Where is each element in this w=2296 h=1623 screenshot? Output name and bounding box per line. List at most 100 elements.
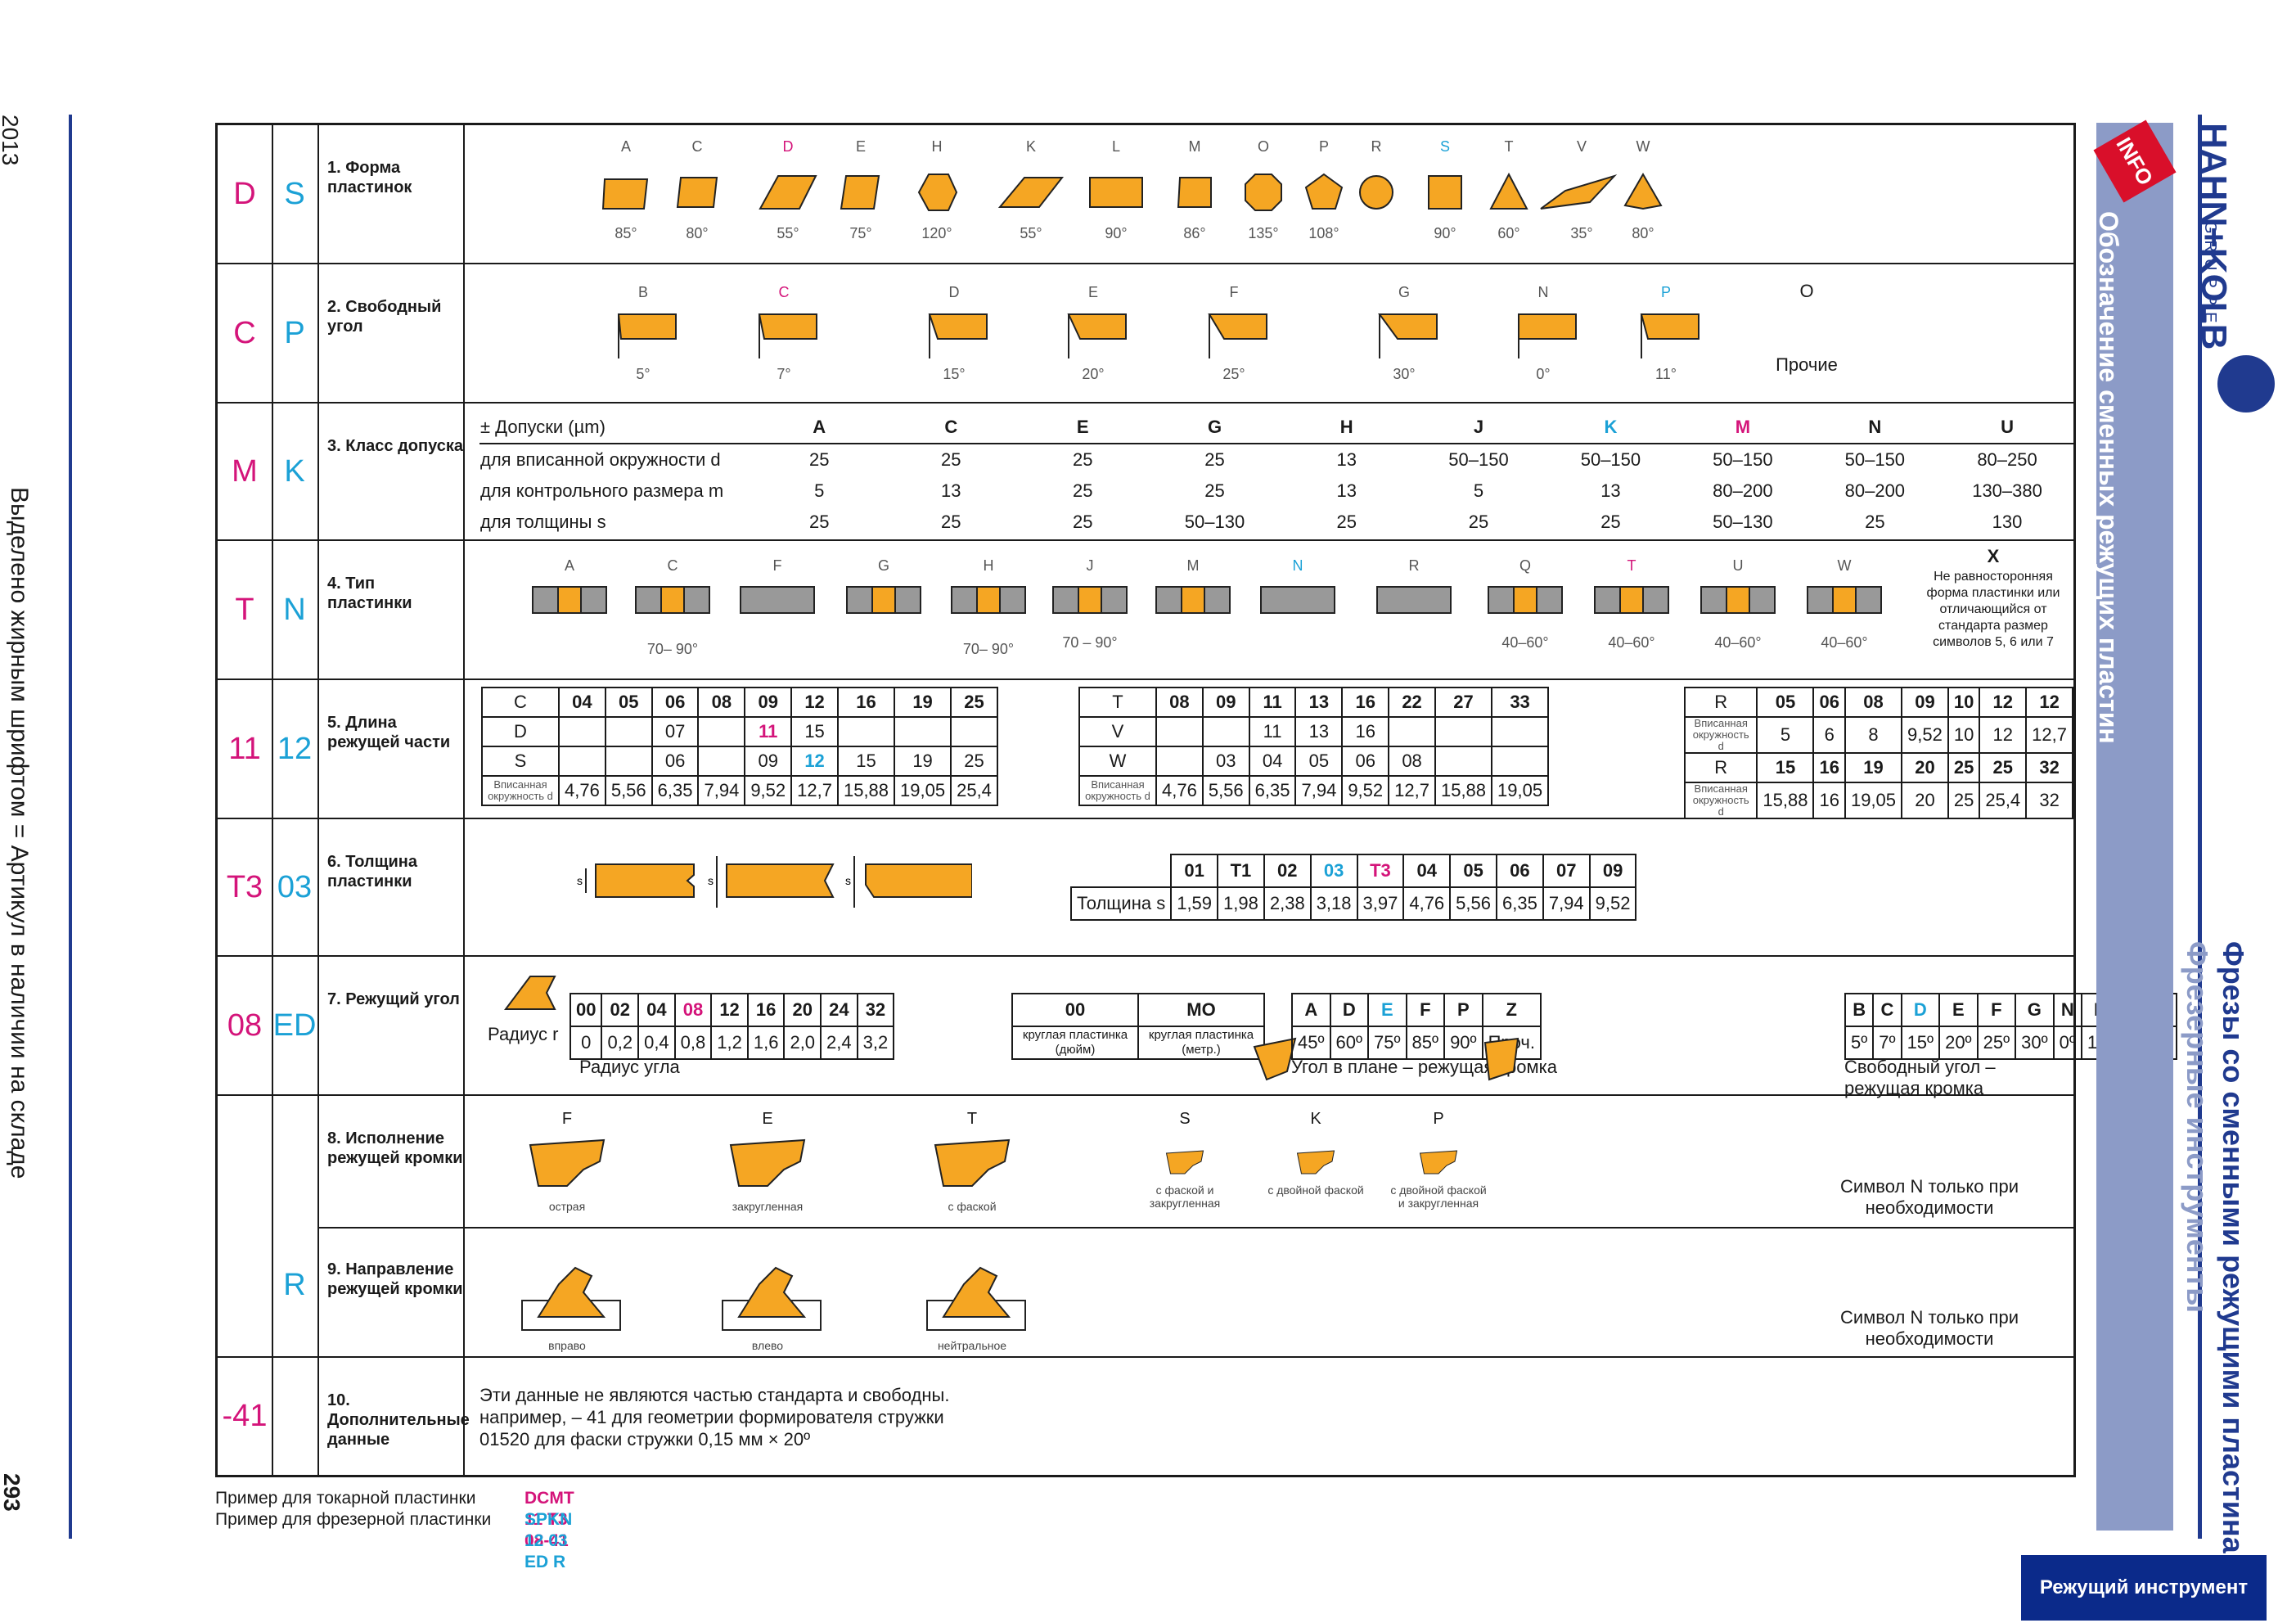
- table-cell: 08: [1844, 687, 1903, 718]
- table-cell: 9,52: [744, 775, 793, 806]
- type-angle-label: 70– 90°: [963, 641, 1014, 657]
- shape-letter-D: D: [783, 138, 794, 155]
- table-cell: 06: [1341, 746, 1390, 777]
- tolerance-cell: 25: [1336, 512, 1357, 532]
- table-cell: 20: [1901, 782, 1949, 819]
- table-cell: 0,2: [601, 1026, 640, 1060]
- thickness-shape-3: s: [845, 856, 972, 908]
- table-cell: 7,94: [1542, 886, 1591, 921]
- row-title: 9. Направление режущей кромки: [317, 1227, 465, 1358]
- type-icon-W: [1807, 586, 1882, 614]
- tolerance-cell: 13: [941, 480, 961, 501]
- table-cell: [697, 746, 746, 777]
- table-cell: 09: [1588, 854, 1637, 888]
- table-cell: 05: [1449, 854, 1497, 888]
- table-cell: 7,94: [1294, 775, 1344, 806]
- table-cell: круглая пластинка (дюйм): [1011, 1026, 1139, 1060]
- tolerance-label: для вписанной окружности d: [480, 449, 721, 470]
- table-cell: Вписанная окружность d: [1683, 716, 1758, 754]
- table-cell: 4,76: [1402, 886, 1452, 921]
- type-angle-label: 40–60°: [1501, 634, 1548, 651]
- table-cell: 19,05: [894, 775, 952, 806]
- clearance-angle-G: 30°: [1393, 366, 1415, 382]
- shape-letter-C: C: [692, 138, 703, 155]
- type-letter-W: W: [1838, 557, 1852, 574]
- table-cell: [558, 746, 606, 777]
- edge-caption: с фаской: [948, 1200, 996, 1213]
- type-letter-Q: Q: [1519, 557, 1531, 574]
- tolerance-cell: 50–150: [1713, 449, 1773, 470]
- row-extra: -41 10. Дополнительные данные Эти данные…: [218, 1358, 2073, 1475]
- type-icon-R: [1376, 586, 1452, 614]
- table-cell: 60º: [1329, 1026, 1370, 1060]
- table-cell: 15,88: [1434, 775, 1493, 806]
- code-milling-cell: R: [272, 1096, 319, 1356]
- year-label: 2013: [0, 115, 23, 166]
- table-cell: 5,56: [1449, 886, 1497, 921]
- extra-body: Эти данные не являются частью стандарта …: [465, 1358, 2073, 1475]
- table-cell: 75º: [1367, 1026, 1407, 1060]
- shape-icon-H: [917, 174, 958, 211]
- table-cell: S: [481, 746, 560, 777]
- shape-icon-D: [759, 175, 817, 210]
- tolerance-cell: 80–200: [1713, 480, 1773, 501]
- table-cell: 1,59: [1170, 886, 1219, 921]
- example-milling-label: Пример для фрезерной пластинки: [215, 1510, 492, 1529]
- tolerance-cell: 25: [809, 449, 830, 470]
- type-letter-A: A: [565, 557, 574, 574]
- edge-caption: с двойной фаской: [1267, 1183, 1363, 1197]
- clearance-icon-B: [617, 313, 677, 358]
- type-icon-H: [951, 586, 1026, 614]
- clearance-letter-E: E: [1088, 284, 1098, 300]
- thickness-s-label-2: s: [708, 874, 714, 887]
- shape-icon-S: [1428, 175, 1462, 210]
- table-cell: 16: [1341, 687, 1390, 718]
- code-turning: T: [218, 541, 273, 679]
- edge-letter-S: S: [1179, 1110, 1190, 1128]
- tolerance-cell: 50–150: [1844, 449, 1906, 470]
- code-turning: C: [218, 264, 273, 402]
- table-cell: 32: [856, 993, 895, 1027]
- example-milling: Пример для фрезерной пластинки SPKN 12 0…: [215, 1509, 572, 1571]
- edge-letter-T: T: [967, 1110, 977, 1128]
- table-cell: 25,4: [1979, 782, 2028, 819]
- table-cell: 25: [950, 687, 998, 718]
- table-cell: 24: [820, 993, 858, 1027]
- table-cell: 16: [836, 687, 896, 718]
- shape-angle-M: 86°: [1183, 225, 1205, 241]
- type-letter-F: F: [773, 557, 782, 574]
- table-cell: [1491, 716, 1550, 747]
- table-cell: 15: [1756, 752, 1815, 783]
- shape-letter-W: W: [1636, 138, 1650, 155]
- table-row: круглая пластинка (дюйм)круглая пластинк…: [1011, 1026, 1265, 1060]
- examples: Пример для токарной пластинки DCMT 11 T3…: [215, 1488, 574, 1571]
- shape-letter-L: L: [1112, 138, 1120, 155]
- table-cell: 12: [790, 687, 839, 718]
- table-cell: V: [1078, 716, 1157, 747]
- table-cell: [1434, 716, 1493, 747]
- tolerance-cell: 25: [1468, 512, 1489, 532]
- section-tab[interactable]: Режущий инструмент: [2021, 1555, 2267, 1621]
- table-cell: 12: [1979, 716, 2028, 754]
- shape-angle-K: 55°: [1020, 225, 1042, 241]
- type-letter-N: N: [1293, 557, 1303, 574]
- table-cell: 2,38: [1263, 886, 1312, 921]
- clearance-angle-C: 7°: [777, 366, 790, 382]
- table-cell: 32: [2025, 782, 2073, 819]
- type-letter-C: C: [668, 557, 678, 574]
- table-cell: 16: [1812, 752, 1846, 783]
- table-cell: [1201, 716, 1250, 747]
- edge-caption: с двойной фаской: [1390, 1183, 1486, 1197]
- table-cell: [697, 716, 746, 747]
- table-cell: 12: [1979, 687, 2028, 718]
- shape-icon-A: [601, 178, 649, 210]
- tolerance-cell: U: [1941, 412, 2073, 444]
- code-milling: ED: [272, 957, 319, 1094]
